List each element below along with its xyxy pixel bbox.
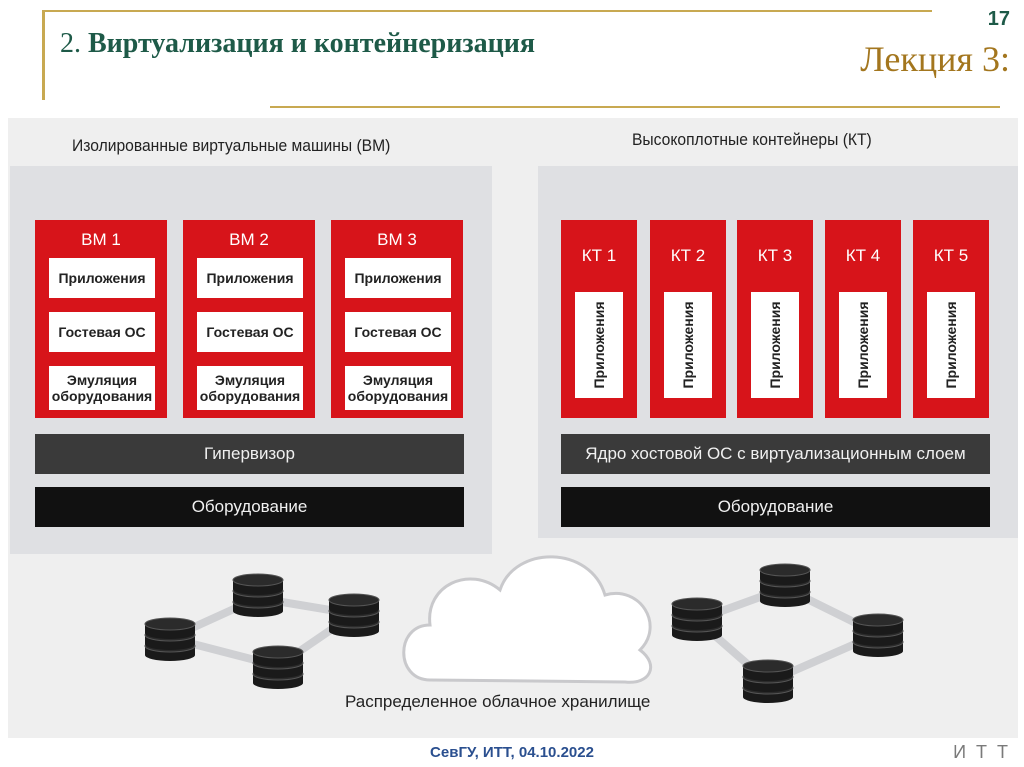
container-apps-label: Приложения [767,301,783,389]
hypervisor-bar: Гипервизор [35,434,464,474]
vm-panel-label: Изолированные виртуальные машины (ВМ) [72,136,391,155]
slide-number: 17 [987,8,1010,30]
container-apps-layer: Приложения [751,292,799,398]
container-apps-label: Приложения [680,301,696,389]
frame-left-line [42,10,45,100]
container-box-4: КТ 4 Приложения [825,220,901,418]
vm-guest-os-layer: Гостевая ОС [197,312,303,352]
vm-hw-emulation-layer: Эмуляция оборудования [345,366,451,410]
database-icon [328,593,380,637]
vm-hw-emulation-layer: Эмуляция оборудования [49,366,155,410]
footer-text: СевГУ, ИТТ, 04.10.2022 [430,744,594,761]
container-name: КТ 1 [581,246,617,265]
vm-guest-os-layer: Гостевая ОС [49,312,155,352]
container-box-3: КТ 3 Приложения [737,220,813,418]
lecture-label: Лекция 3: [860,39,1010,79]
container-box-2: КТ 2 Приложения [650,220,726,418]
database-icon [671,597,723,641]
vm-apps-layer: Приложения [49,258,155,298]
cloud-icon [402,555,653,684]
title-number: 2. [60,28,81,59]
database-icon [144,617,196,661]
vm-name: ВМ 2 [229,230,269,249]
database-icon [742,659,794,703]
database-icon [759,563,811,607]
container-name: КТ 5 [933,246,969,265]
vm-hw-emulation-layer: Эмуляция оборудования [197,366,303,410]
container-box-5: КТ 5 Приложения [913,220,989,418]
container-name: КТ 4 [845,246,881,265]
ct-panel-label: Высокоплотные контейнеры (КТ) [632,130,872,149]
container-name: КТ 2 [670,246,706,265]
frame-top-line [42,10,932,12]
title-text: Виртуализация и контейнеризация [88,28,536,59]
database-icon [252,645,304,689]
container-apps-label: Приложения [591,301,607,389]
frame-bottom-line [270,106,1000,108]
vm-guest-os-layer: Гостевая ОС [345,312,451,352]
database-icon [232,573,284,617]
container-apps-label: Приложения [943,301,959,389]
database-icon [852,613,904,657]
itt-mark: ИТТ [953,742,1018,762]
vm-name: ВМ 1 [81,230,121,249]
database-icons [144,563,904,703]
vm-apps-layer: Приложения [345,258,451,298]
container-apps-layer: Приложения [664,292,712,398]
vm-apps-layer: Приложения [197,258,303,298]
container-box-1: КТ 1 Приложения [561,220,637,418]
container-apps-layer: Приложения [839,292,887,398]
storage-label: Распределенное облачное хранилище [345,692,651,711]
host-kernel-bar: Ядро хостовой ОС с виртуализационным сло… [561,434,990,474]
cloud-storage-graphic [144,555,904,703]
container-name: КТ 3 [757,246,793,265]
vm-name: ВМ 3 [377,230,417,249]
container-apps-layer: Приложения [927,292,975,398]
container-apps-layer: Приложения [575,292,623,398]
ct-hardware-bar: Оборудование [561,487,990,527]
slide-title: 2. Виртуализация и контейнеризация [60,28,535,60]
vm-hardware-bar: Оборудование [35,487,464,527]
container-apps-label: Приложения [855,301,871,389]
